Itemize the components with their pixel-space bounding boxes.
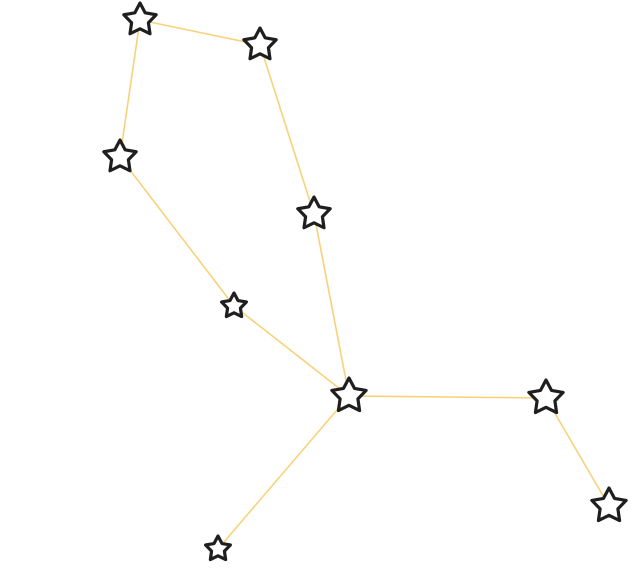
constellation-stars: [102, 1, 628, 562]
link-s7-s9: [545, 397, 610, 507]
star-icon: [590, 486, 628, 523]
star-icon: [204, 534, 232, 562]
link-s6-s7: [348, 395, 547, 399]
constellation-links: [119, 19, 610, 550]
star-icon: [330, 376, 368, 413]
link-s1-s2: [139, 19, 261, 46]
star-icon: [296, 195, 332, 230]
link-s2-s4: [259, 44, 315, 215]
link-s6-s8: [217, 395, 350, 550]
star-icon: [102, 138, 138, 173]
link-s4-s6: [313, 213, 350, 397]
star-icon: [242, 26, 278, 61]
star-icon: [527, 378, 565, 415]
link-s1-s3: [119, 19, 141, 158]
link-s5-s6: [233, 305, 350, 397]
star-icon: [220, 291, 248, 319]
star-icon: [122, 1, 158, 36]
link-s3-s5: [119, 156, 235, 307]
